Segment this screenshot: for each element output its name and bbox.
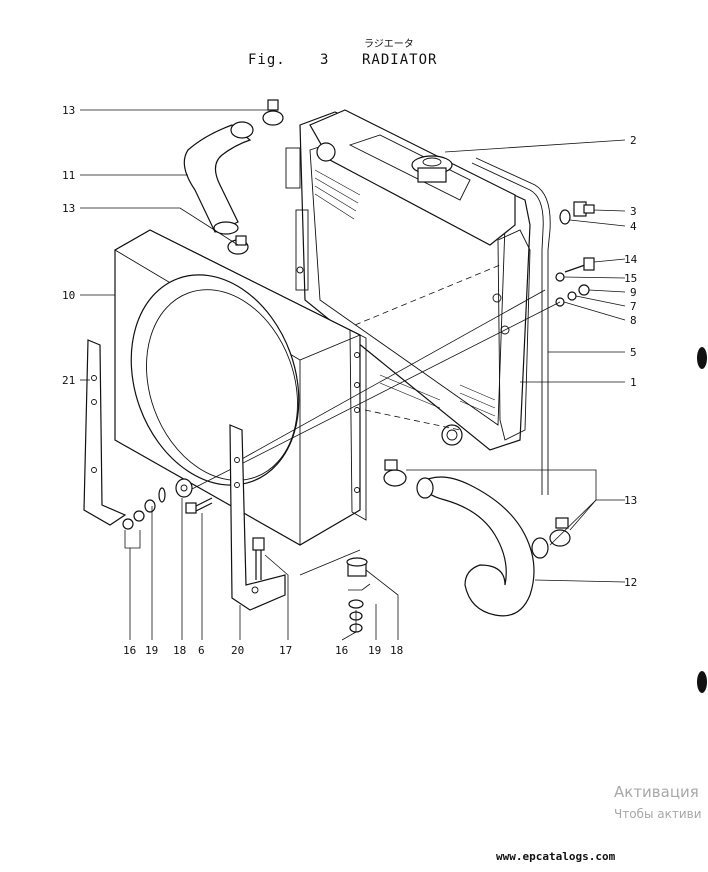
callout-18: 18 [173,644,186,657]
overflow-tube [475,157,551,495]
figure-label: Fig. [248,52,286,68]
bracket-21 [83,339,127,526]
callout-20: 20 [231,644,244,657]
rubber-mount-18b [346,557,368,577]
hose-clamp-lower-2 [549,517,571,547]
bracket-20 [229,424,286,611]
binding-mark-upper [697,347,707,369]
callout-19: 19 [368,644,381,657]
nut-16a-2 [122,518,134,530]
washer-7 [567,291,577,301]
callout-4: 4 [630,220,637,233]
washer-19a [158,487,166,503]
callout-11: 11 [62,169,75,182]
leader-lines [80,109,626,641]
washer-19a-2 [144,499,156,513]
activation-watermark-title: Активация [614,783,699,801]
callout-13: 13 [624,494,637,507]
callout-8: 8 [630,314,637,327]
callout-13: 13 [62,104,75,117]
callout-12: 12 [624,576,637,589]
figure-title: RADIATOR [362,52,437,68]
callout-14: 14 [624,253,638,266]
title-japanese: ラジエータ [364,38,414,50]
callout-17: 17 [279,644,292,657]
callout-3: 3 [630,205,637,218]
callout-10: 10 [62,289,75,302]
nut-16a [133,510,145,522]
drain-washer [559,209,571,225]
bolt-14 [564,257,595,273]
callout-19: 19 [145,644,158,657]
callout-16: 16 [335,644,348,657]
callout-21: 21 [62,374,75,387]
callout-7: 7 [630,300,637,313]
hose-clamp-lower-1 [383,459,407,487]
callout-2: 2 [630,134,637,147]
callout-5: 5 [630,346,637,359]
callout-labels: 13 11 13 10 21 2 3 4 14 15 9 7 8 5 1 13 … [62,104,638,657]
callout-16: 16 [123,644,136,657]
bolt-17 [252,537,265,580]
activation-watermark-subtitle: Чтобы активи [614,807,702,821]
washer-19b [348,599,364,609]
binding-mark-lower [697,671,707,693]
drain-plug [573,201,595,217]
fan-shroud [114,229,367,546]
hose-clamp-mid [227,235,249,255]
figure-number: 3 [320,52,329,68]
radiator-cap [411,155,453,183]
nut-9 [578,284,590,296]
callout-1: 1 [630,376,637,389]
callout-15: 15 [624,272,637,285]
washer-15 [555,272,565,282]
callout-13: 13 [62,202,75,215]
callout-18: 18 [390,644,403,657]
callout-6: 6 [198,644,205,657]
bolt-6 [185,497,213,514]
hose-clamp-top [262,99,284,126]
rubber-mount-18a [175,478,193,498]
footer-site-url[interactable]: www.epcatalogs.com [496,850,616,863]
callout-9: 9 [630,286,637,299]
lower-hose [416,476,549,617]
radiator-core [285,109,531,451]
upper-hose [183,121,254,235]
